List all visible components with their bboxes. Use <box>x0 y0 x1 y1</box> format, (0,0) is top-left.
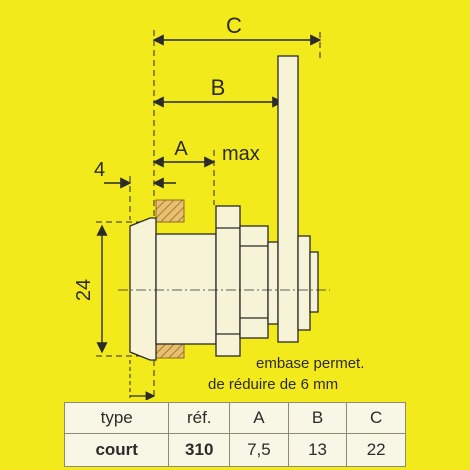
header-c: C <box>346 402 406 434</box>
dimension-4-label: 4 <box>94 159 105 181</box>
dimension-b: B <box>152 75 284 108</box>
note-line-2: de réduire de 6 mm <box>208 376 338 393</box>
dimension-24: 24 <box>73 224 108 354</box>
cell-a: 7,5 <box>229 433 289 467</box>
table-row: court 310 7,5 13 22 <box>63 433 406 467</box>
base-reduction-dimension <box>129 360 156 400</box>
reference-table: type réf. A B C court 310 7,5 13 22 <box>63 402 406 467</box>
header-b: B <box>287 402 348 434</box>
cell-b: 13 <box>287 433 348 467</box>
max-label: max <box>222 143 260 165</box>
dimension-c-label: C <box>226 13 242 38</box>
dimension-c: C <box>152 13 322 46</box>
dimension-b-label: B <box>211 75 226 100</box>
header-a: A <box>229 402 289 434</box>
dimension-4: 4 <box>94 159 176 189</box>
cam-lock-technical-drawing: C B A max 4 24 <box>73 13 364 400</box>
header-type: type <box>63 402 170 434</box>
dimension-a-max: A max <box>152 138 260 168</box>
cell-c: 22 <box>346 433 406 467</box>
header-ref: réf. <box>168 402 231 434</box>
dimension-a-label: A <box>174 138 188 160</box>
cell-ref: 310 <box>168 433 231 467</box>
note-line-1: embase permet. <box>256 355 364 372</box>
table-header-row: type réf. A B C <box>63 402 406 434</box>
dimension-24-label: 24 <box>73 279 95 301</box>
cam-lock <box>129 55 319 361</box>
cell-type: court <box>63 433 170 467</box>
